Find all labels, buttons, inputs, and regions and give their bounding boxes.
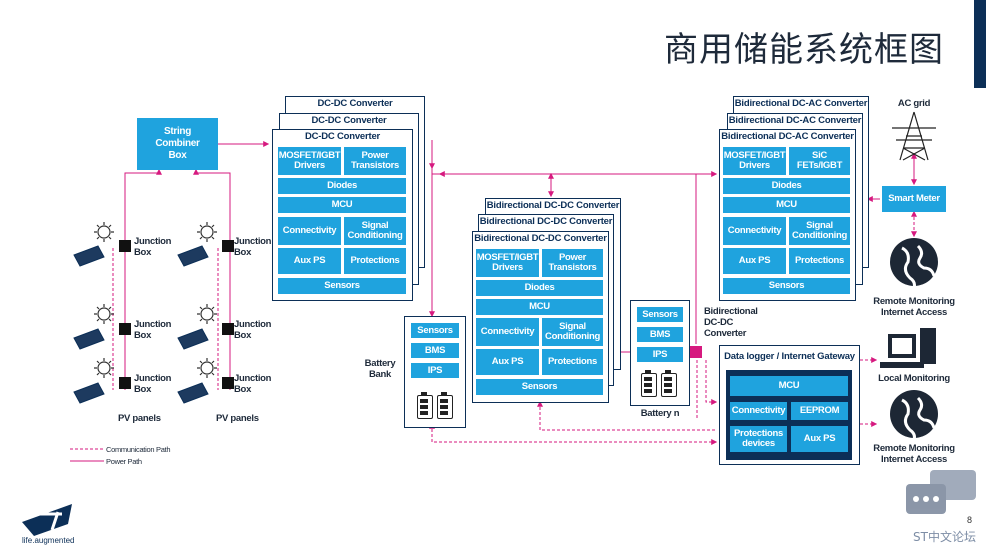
protection-devices-block: Protections devices	[730, 426, 787, 452]
title-accent-bar	[974, 0, 986, 88]
data-logger-gateway: Data logger / Internet Gateway MCU Conne…	[719, 345, 860, 465]
junction-box-icon	[119, 323, 131, 335]
aux-ps-block: Aux PS	[278, 248, 341, 274]
junction-box-label: Junction Box	[234, 373, 272, 395]
protections-block: Protections	[542, 349, 603, 375]
battery-icon	[437, 392, 453, 419]
mosfet-drivers-block: MOSFET/IGBT Drivers	[476, 249, 539, 277]
mosfet-drivers-block: MOSFET/IGBT Drivers	[278, 147, 341, 175]
bidir-dcdc-label: Bidirectional DC-DC Converter	[704, 306, 758, 339]
junction-box-icon	[222, 240, 234, 252]
junction-box-icon	[222, 377, 234, 389]
signal-conditioning-block: Signal Conditioning	[344, 217, 406, 245]
battery-n-sensors-block: Sensors	[637, 307, 683, 322]
junction-box-icon	[119, 240, 131, 252]
page-title: 商用储能系统框图	[664, 30, 944, 70]
dcdc-header: DC-DC Converter	[304, 131, 381, 142]
diodes-block: Diodes	[723, 178, 850, 194]
remote-monitoring-label: Remote Monitoring Internet Access	[873, 296, 955, 318]
globe-icon	[890, 238, 938, 289]
bidc-converter: Bidirectional DC-DC Converter MOSFET/IGB…	[472, 231, 609, 403]
computer-icon	[880, 328, 936, 368]
connectivity-block: Connectivity	[723, 217, 786, 245]
battery-bank-label: Battery Bank	[364, 358, 396, 380]
remote-monitoring-label-2: Remote Monitoring Internet Access	[873, 443, 955, 465]
signal-conditioning-block: Signal Conditioning	[542, 318, 603, 346]
gateway-header: Data logger / Internet Gateway	[724, 351, 855, 362]
aux-ps-block: Aux PS	[476, 349, 539, 375]
eeprom-block: EEPROM	[791, 402, 848, 420]
local-monitoring-label: Local Monitoring	[878, 373, 950, 384]
biac-converter: Bidirectional DC-AC Converter MOSFET/IGB…	[719, 129, 856, 301]
gateway-connectivity-block: Connectivity	[730, 402, 787, 420]
legend-communication: Communication Path	[106, 445, 171, 454]
connectivity-block: Connectivity	[278, 217, 341, 245]
junction-box-label: Junction Box	[234, 319, 272, 341]
protections-block: Protections	[344, 248, 406, 274]
bidc-header: Bidirectional DC-DC Converter	[474, 233, 607, 244]
biac-header: Bidirectional DC-AC Converter	[721, 131, 854, 142]
battery-sensors-block: Sensors	[411, 323, 459, 338]
battery-n-label: Battery n	[640, 408, 680, 419]
pv-panels-label: PV panels	[118, 413, 161, 424]
pv-panels-label: PV panels	[216, 413, 259, 424]
junction-box-label: Junction Box	[134, 319, 172, 341]
diodes-block: Diodes	[476, 280, 603, 296]
gateway-aux-ps-block: Aux PS	[791, 426, 848, 452]
bms-block: BMS	[411, 343, 459, 358]
mcu-block: MCU	[476, 299, 603, 315]
mcu-block: MCU	[723, 197, 850, 213]
logo-tagline: life.augmented	[22, 536, 75, 545]
battery-icon	[661, 370, 677, 397]
junction-box-icon	[119, 377, 131, 389]
dcdc-converter: DC-DC Converter MOSFET/IGBT Drivers Powe…	[272, 129, 413, 301]
battery-n-bms-block: BMS	[637, 327, 683, 342]
sensors-block: Sensors	[723, 278, 850, 294]
battery-n: Sensors BMS IPS	[630, 300, 690, 406]
junction-box-icon	[222, 323, 234, 335]
battery-n-ips-block: IPS	[637, 347, 683, 362]
watermark: ST中文论坛	[913, 530, 976, 544]
mosfet-drivers-block: MOSFET/IGBT Drivers	[723, 147, 786, 175]
junction-box-label: Junction Box	[234, 236, 272, 258]
legend-power: Power Path	[106, 457, 142, 466]
gateway-mcu-block: MCU	[730, 376, 848, 396]
battery-icon	[641, 370, 657, 397]
diodes-block: Diodes	[278, 178, 406, 194]
chat-bubble-icon	[906, 470, 976, 514]
battery-bank: Sensors BMS IPS	[404, 316, 466, 428]
smart-meter-block: Smart Meter	[882, 186, 946, 212]
ips-block: IPS	[411, 363, 459, 378]
junction-box-label: Junction Box	[134, 373, 172, 395]
st-logo-icon	[22, 504, 72, 536]
junction-box-label: Junction Box	[134, 236, 172, 258]
ac-grid-label: AC grid	[897, 98, 931, 109]
protections-block: Protections	[789, 248, 850, 274]
signal-conditioning-block: Signal Conditioning	[789, 217, 850, 245]
transmission-tower-icon	[892, 111, 936, 161]
sic-fets-block: SiC FETs/IGBT	[789, 147, 850, 175]
connectivity-block: Connectivity	[476, 318, 539, 346]
sensors-block: Sensors	[476, 379, 603, 395]
power-transistors-block: Power Transistors	[344, 147, 406, 175]
battery-icon	[417, 392, 433, 419]
page-number: 8	[966, 515, 972, 525]
power-transistors-block: Power Transistors	[542, 249, 603, 277]
globe-icon-2	[890, 390, 938, 441]
mcu-block: MCU	[278, 197, 406, 213]
aux-ps-block: Aux PS	[723, 248, 786, 274]
string-combiner-box: String Combiner Box	[137, 118, 218, 170]
sensors-block: Sensors	[278, 278, 406, 294]
